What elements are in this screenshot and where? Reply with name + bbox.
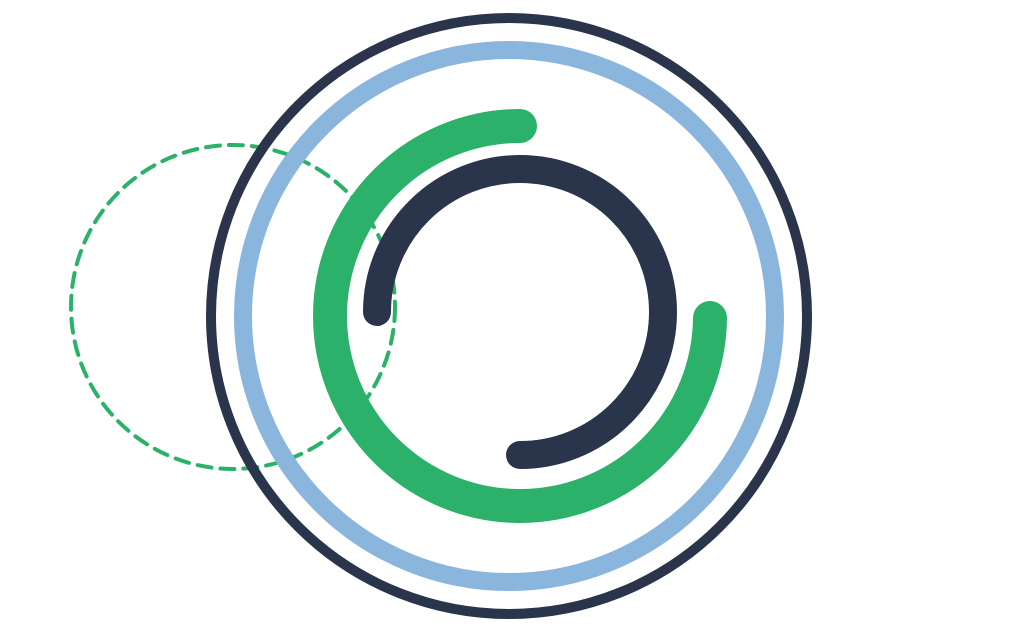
dashed-green-circle [69,143,397,471]
green-arc [313,109,727,523]
navy-inner-arc [363,155,677,469]
outer-ring [206,13,812,619]
light-blue-ring [234,41,784,591]
